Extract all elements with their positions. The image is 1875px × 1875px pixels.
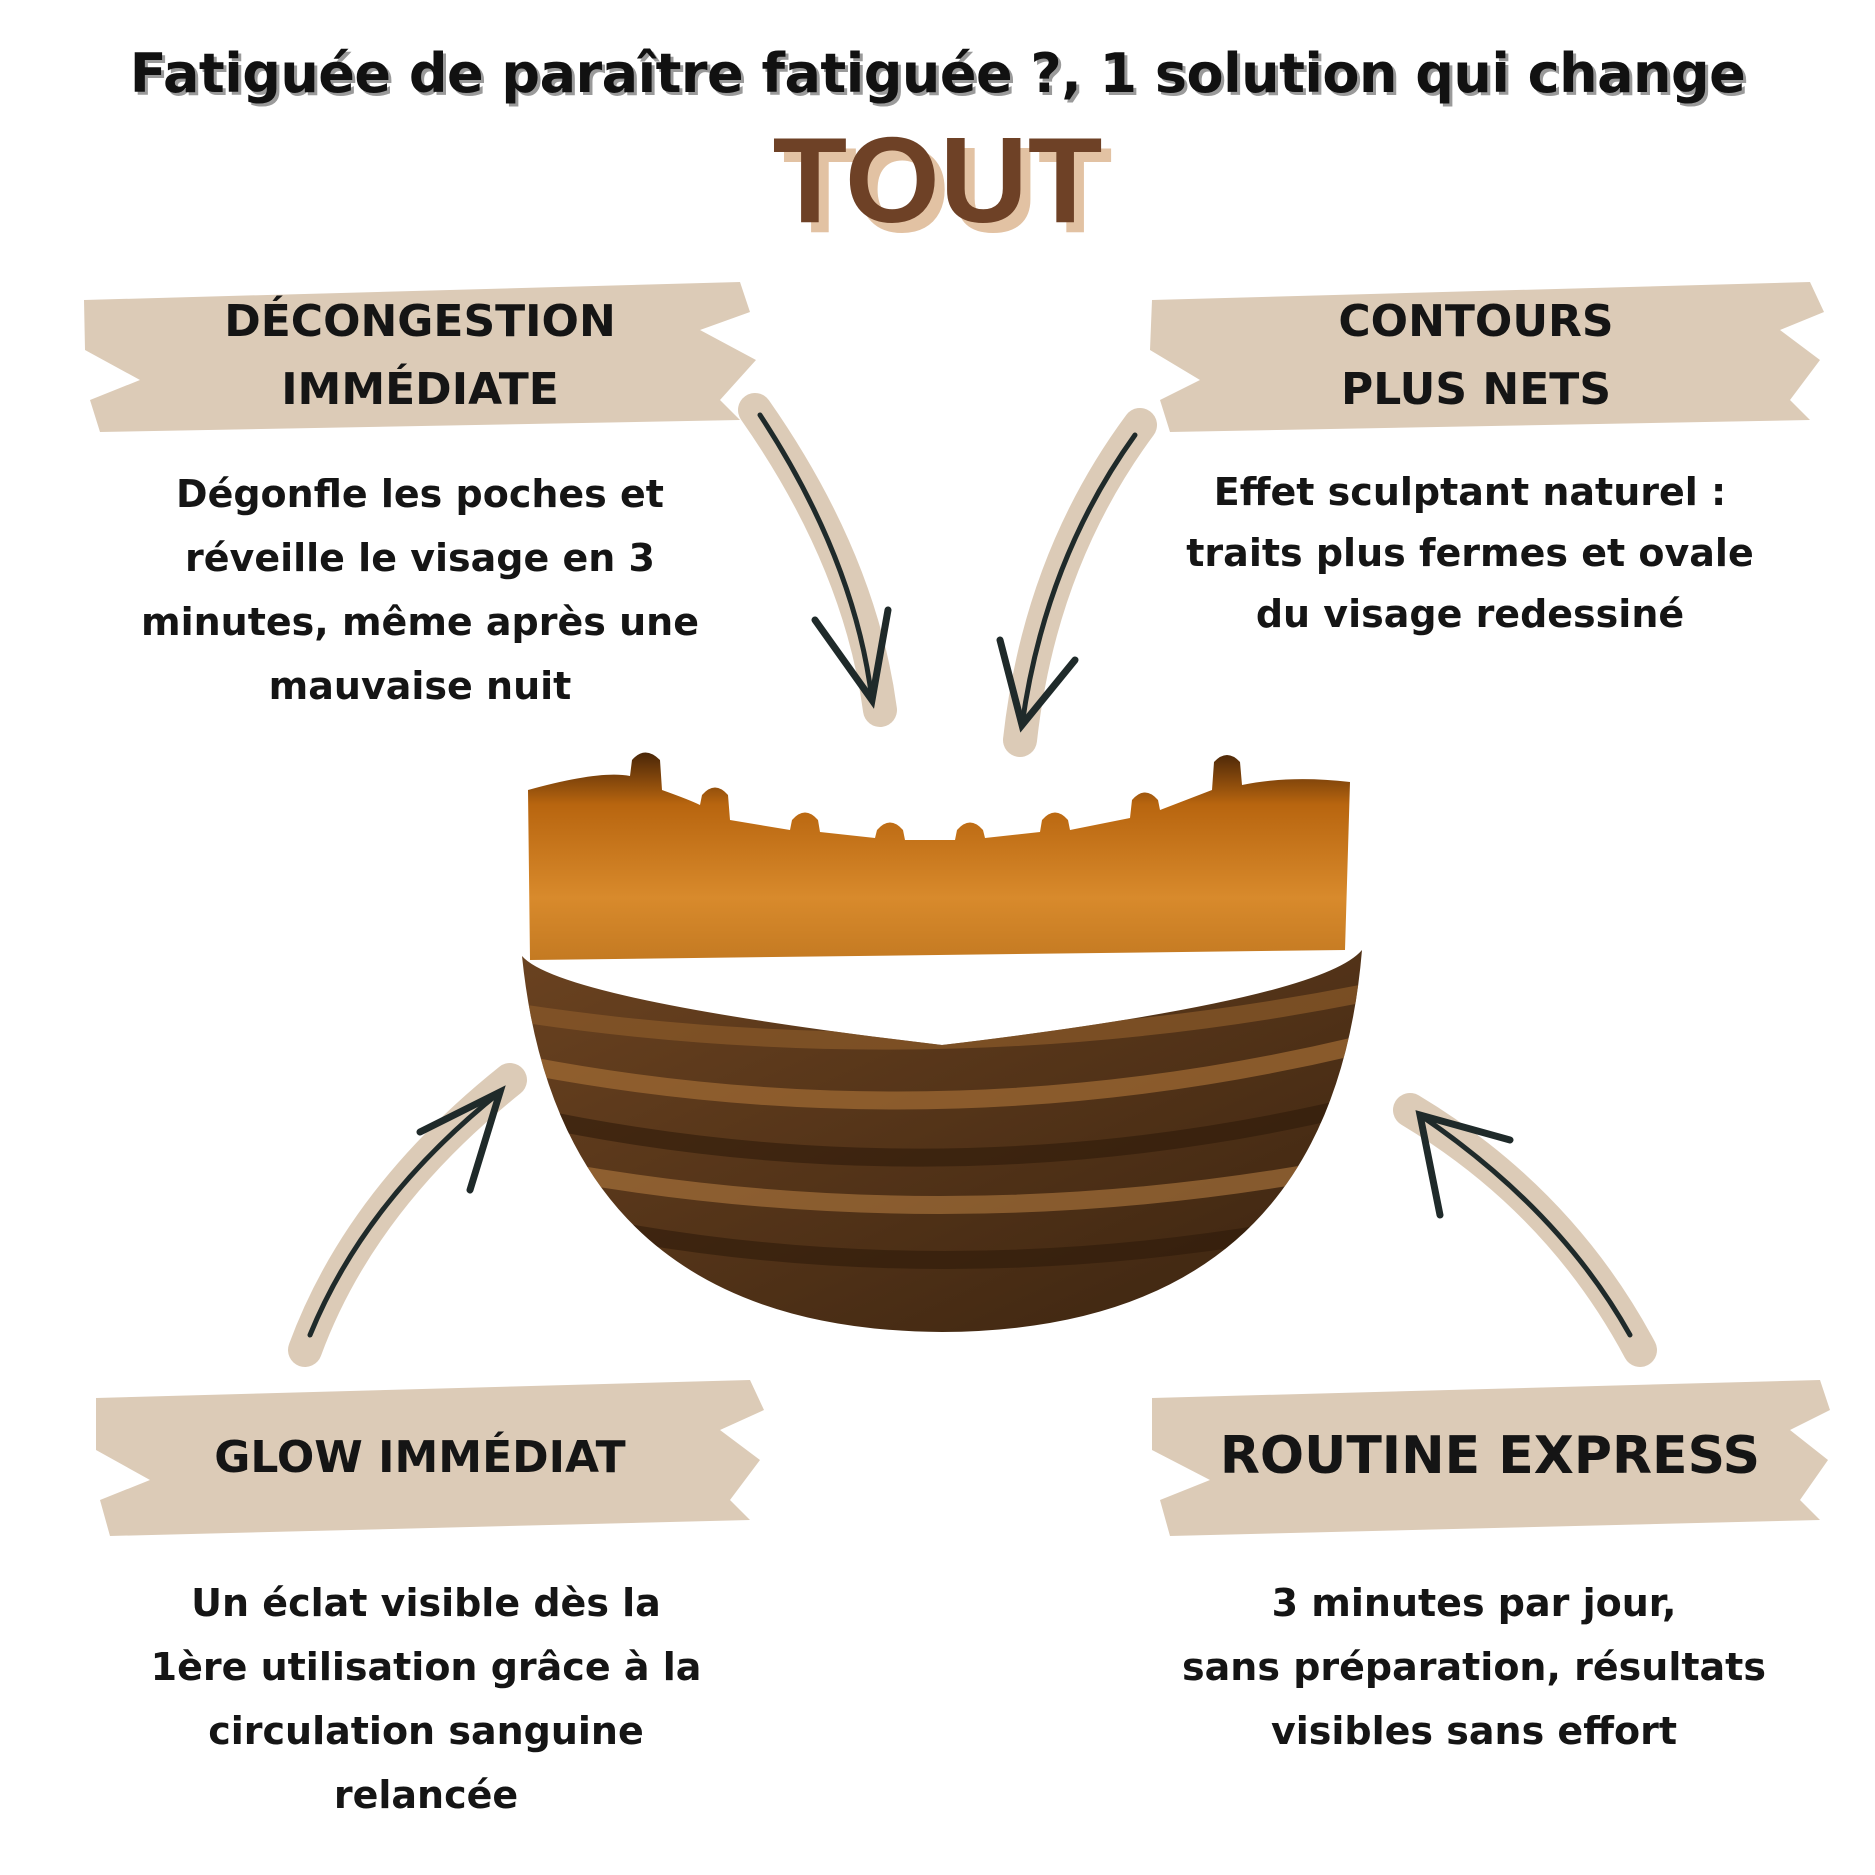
feature-text-decongestion: Dégonfle les poches et réveille le visag… xyxy=(60,462,780,718)
feature-heading-decongestion: DÉCONGESTION IMMÉDIATE xyxy=(84,288,756,424)
text-line: réveille le visage en 3 xyxy=(185,536,655,580)
feature-heading-routine: ROUTINE EXPRESS xyxy=(1152,1422,1828,1490)
text-line: traits plus fermes et ovale xyxy=(1186,531,1754,575)
feature-text-glow: Un éclat visible dès la 1ère utilisation… xyxy=(66,1571,786,1827)
text-line: Effet sculptant naturel : xyxy=(1213,470,1727,514)
feature-text-routine: 3 minutes par jour, sans préparation, ré… xyxy=(1114,1571,1834,1763)
arrows xyxy=(288,393,1657,1367)
face-brush-image xyxy=(522,752,1362,1332)
brush-stroke-bottom-right xyxy=(1152,1380,1830,1536)
heading-line: PLUS NETS xyxy=(1340,364,1612,415)
brush-stroke-top-right xyxy=(1150,282,1824,432)
text-line: Dégonfle les poches et xyxy=(176,472,664,516)
text-line: sans préparation, résultats xyxy=(1182,1645,1766,1689)
heading-line: DÉCONGESTION xyxy=(224,296,616,347)
text-line: minutes, même après une xyxy=(141,600,699,644)
text-line: visibles sans effort xyxy=(1270,1709,1677,1753)
page-title: Fatiguée de paraître fatiguée ?, 1 solut… xyxy=(129,42,1746,105)
text-line: relancée xyxy=(333,1773,519,1817)
feature-text-contours: Effet sculptant naturel : traits plus fe… xyxy=(1110,462,1830,645)
text-line: circulation sanguine xyxy=(208,1709,644,1753)
feature-heading-contours: CONTOURS PLUS NETS xyxy=(1140,288,1812,424)
text-line: 3 minutes par jour, xyxy=(1271,1581,1677,1625)
text-line: du visage redessiné xyxy=(1255,592,1685,636)
heading-line: GLOW IMMÉDIAT xyxy=(214,1432,626,1483)
title-emphasis: TOUT xyxy=(772,112,1103,248)
text-line: 1ère utilisation grâce à la xyxy=(150,1645,702,1689)
heading-line: IMMÉDIATE xyxy=(281,364,559,415)
heading-line: ROUTINE EXPRESS xyxy=(1219,1426,1761,1486)
feature-heading-glow: GLOW IMMÉDIAT xyxy=(84,1424,756,1492)
heading-line: CONTOURS xyxy=(1338,296,1614,347)
brush-stroke-top-left xyxy=(84,282,756,432)
text-line: Un éclat visible dès la xyxy=(191,1581,661,1625)
brush-stroke-bottom-left xyxy=(96,1380,764,1536)
text-line: mauvaise nuit xyxy=(268,664,572,708)
